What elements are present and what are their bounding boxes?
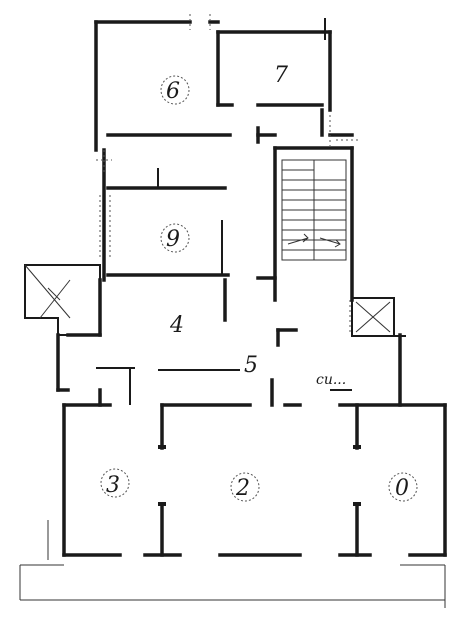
lift-shaft [351,297,395,337]
lower-walls [56,333,447,557]
staircase [281,159,347,261]
room-label-9: 9 [166,227,180,252]
room-label-0: 0 [395,476,409,501]
room-label-4: 4 [169,313,184,338]
room-9-marker [160,223,190,253]
balcony-left [24,264,101,336]
door-marks [158,445,361,506]
room-label-5: 5 [244,353,258,378]
room-labels: 6 7 9 4 3 2 0 5 cu... [100,63,418,502]
room-label-6: 6 [166,79,180,104]
terrace-outline [19,520,446,608]
room-3-marker [100,468,130,498]
handwritten-note: cu... [316,372,346,388]
room-2-marker [230,472,260,502]
room-label-7: 7 [274,63,288,88]
room-label-2: 2 [235,476,250,501]
inner-walls-upper [66,30,354,347]
room-6-marker [160,75,190,105]
room-0-marker [388,472,418,502]
window-markings [96,14,360,335]
room-label-3: 3 [106,473,120,498]
